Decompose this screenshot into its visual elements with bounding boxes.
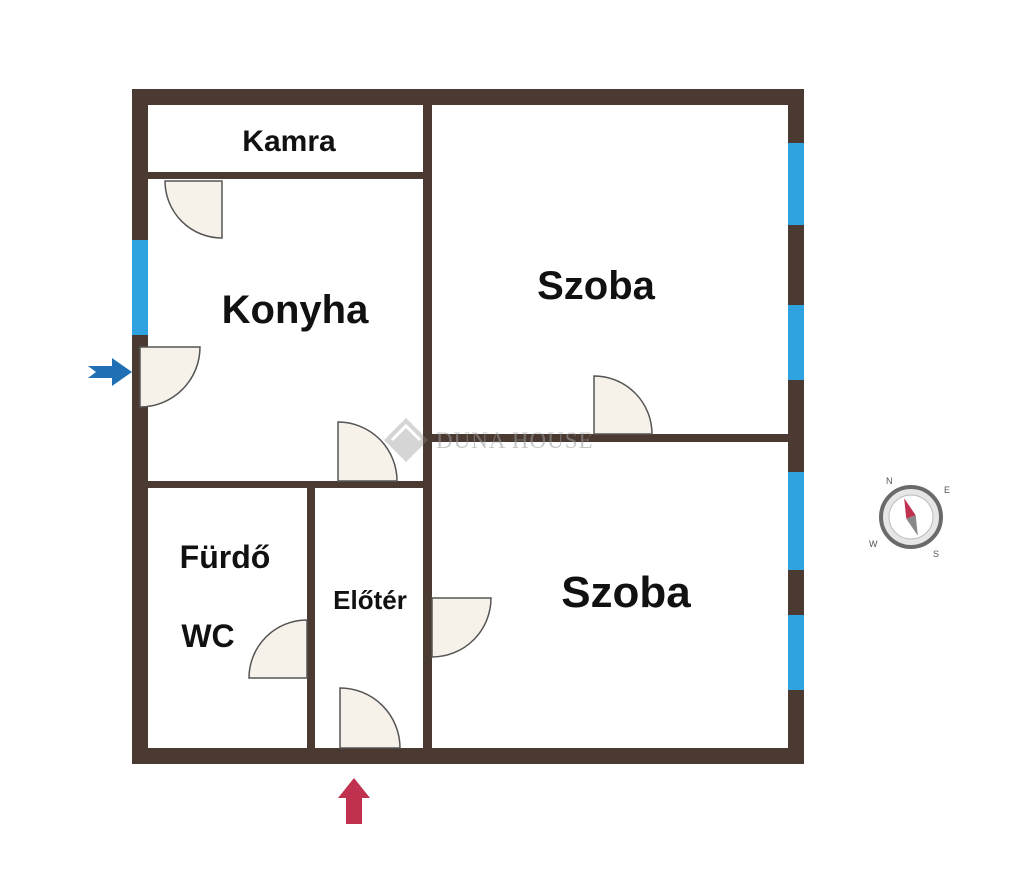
wall-left xyxy=(132,89,148,764)
entry-arrow-icon xyxy=(88,358,132,386)
main-entry-arrow-icon xyxy=(338,778,370,824)
room-label-eloter: Előtér xyxy=(333,585,407,615)
room-label-szoba-bottom: Szoba xyxy=(561,568,691,617)
wall-right xyxy=(788,89,804,764)
room-label-konyha: Konyha xyxy=(222,288,369,332)
windows xyxy=(132,143,804,690)
compass-s: S xyxy=(933,549,939,559)
door-szoba-bottom[interactable] xyxy=(431,597,492,658)
compass-icon: N E S W xyxy=(869,476,950,559)
door-furdo[interactable] xyxy=(248,619,308,679)
window-szoba-bottom-1 xyxy=(788,472,804,570)
wall-konyha-bottom xyxy=(148,481,423,488)
wall-szoba-divider xyxy=(432,434,788,442)
compass-n: N xyxy=(886,476,893,486)
wall-center-vertical xyxy=(423,105,432,748)
door-konyha-eloter[interactable] xyxy=(337,421,398,482)
compass-w: W xyxy=(869,539,878,549)
window-konyha xyxy=(132,240,148,335)
door-kamra[interactable] xyxy=(164,180,223,239)
door-entrance-konyha[interactable] xyxy=(139,346,201,408)
wall-bottom xyxy=(132,748,804,764)
room-label-kamra: Kamra xyxy=(242,125,336,158)
door-front[interactable] xyxy=(339,687,401,749)
room-label-wc: WC xyxy=(181,618,234,654)
room-label-furdo: Fürdő xyxy=(180,539,271,575)
compass-e: E xyxy=(944,485,950,495)
window-szoba-top-2 xyxy=(788,305,804,380)
duna-house-logo-icon xyxy=(384,418,428,462)
wall-kamra-konyha xyxy=(148,172,423,179)
watermark-text: DUNA HOUSE xyxy=(436,428,594,453)
room-label-szoba-top: Szoba xyxy=(537,264,656,308)
window-szoba-top-1 xyxy=(788,143,804,225)
door-szoba-top[interactable] xyxy=(593,375,653,435)
wall-top xyxy=(132,89,804,105)
wall-furdo-eloter xyxy=(307,488,315,748)
doors xyxy=(139,180,653,749)
walls xyxy=(132,89,804,764)
window-szoba-bottom-2 xyxy=(788,615,804,690)
